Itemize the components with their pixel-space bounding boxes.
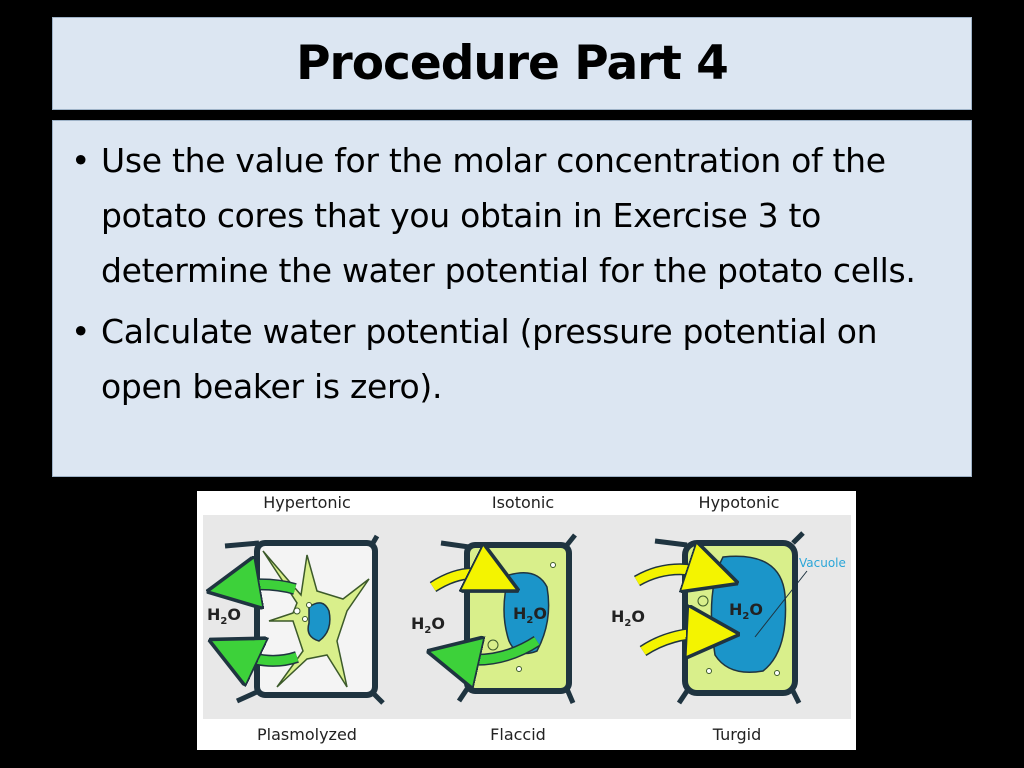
vacuole-label: Vacuole	[799, 556, 846, 570]
green-out-arrow-icon	[453, 641, 540, 660]
flaccid-cell: H2O H2O	[411, 533, 577, 704]
h2o-label: H2O	[411, 614, 445, 636]
bullet-list: • Use the value for the molar concentrati…	[65, 133, 941, 414]
label-flaccid: Flaccid	[490, 725, 546, 744]
turgid-cell: H2O H2O Vacuole	[611, 531, 846, 705]
bullet-item: • Use the value for the molar concentrati…	[65, 133, 941, 298]
label-hypotonic: Hypotonic	[699, 493, 780, 512]
h2o-label: H2O	[611, 607, 645, 629]
vacuole	[307, 602, 331, 642]
yellow-in-arrow-icon	[640, 633, 713, 651]
osmosis-diagram: Hypertonic Isotonic Hypotonic Plasmolyze…	[197, 493, 851, 744]
bullet-text: Use the value for the molar concentratio…	[101, 141, 916, 290]
yellow-in-arrow-icon	[430, 574, 495, 587]
bullet-text: Calculate water potential (pressure pote…	[101, 312, 878, 406]
yellow-in-arrow-icon	[634, 569, 713, 581]
bullet-icon: •	[71, 141, 91, 180]
vacuole	[503, 572, 550, 655]
slide-title: Procedure Part 4	[296, 36, 729, 91]
label-plasmolyzed: Plasmolyzed	[257, 725, 357, 744]
plasmolyzed-cell: H2O	[207, 534, 385, 705]
label-hypertonic: Hypertonic	[263, 493, 351, 512]
title-box: Procedure Part 4	[52, 17, 972, 110]
h2o-label: H2O	[207, 605, 241, 627]
label-isotonic: Isotonic	[492, 493, 554, 512]
label-turgid: Turgid	[712, 725, 762, 744]
h2o-label: H2O	[513, 604, 547, 626]
bullet-item: • Calculate water potential (pressure pot…	[65, 304, 941, 414]
green-out-arrow-icon	[233, 584, 297, 589]
bullet-icon: •	[71, 312, 91, 351]
green-out-arrow-icon	[233, 651, 299, 661]
vacuole-pointer	[754, 570, 808, 638]
h2o-label: H2O	[729, 600, 763, 622]
osmosis-figure: Hypertonic Isotonic Hypotonic Plasmolyze…	[197, 491, 856, 750]
content-box: • Use the value for the molar concentrati…	[52, 120, 972, 477]
